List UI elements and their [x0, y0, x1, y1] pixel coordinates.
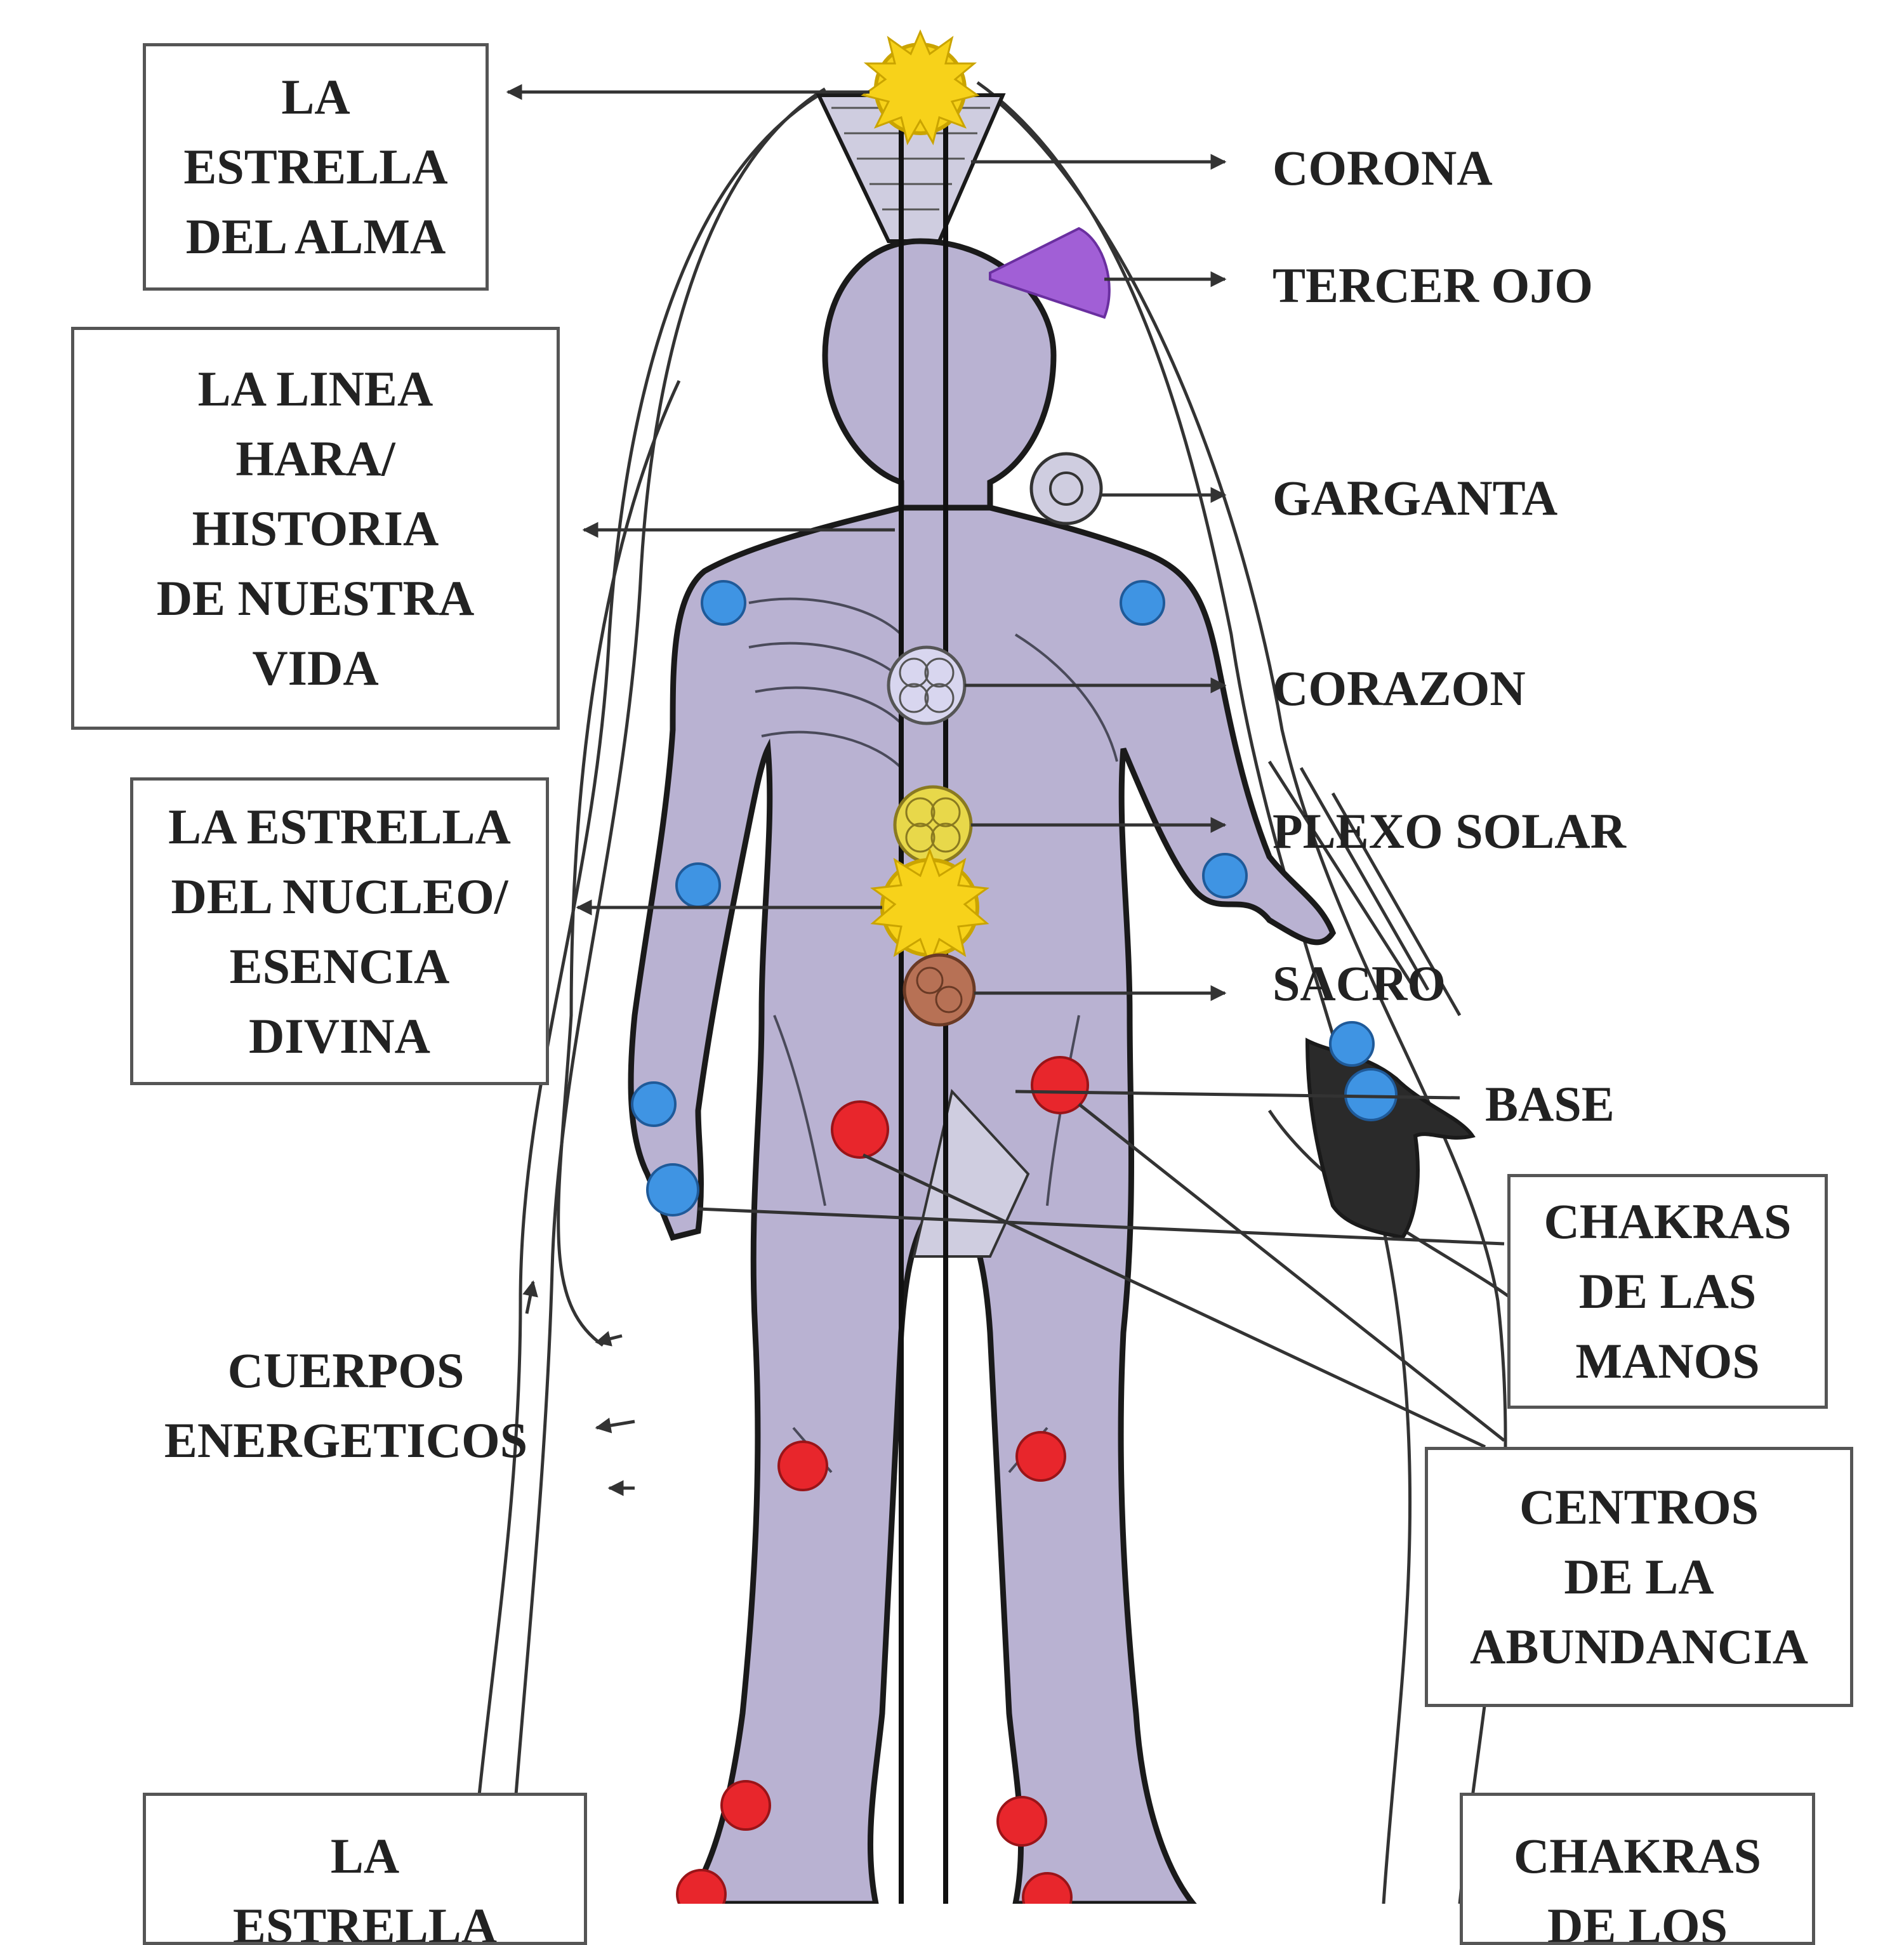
aura-outline-2 [506, 87, 826, 1904]
hand-chakra-dot [1329, 1021, 1375, 1067]
sacral-flower-of-life-icon [902, 953, 976, 1027]
label-solar-plexus: PLEXO SOLAR [1273, 803, 1626, 859]
label-throat: GARGANTA [1273, 470, 1558, 525]
label-energy-bodies: CUERPOS ENERGETICOS [164, 1343, 528, 1468]
core-star-sun-star-icon [869, 847, 990, 968]
hand-chakra-dot [1202, 853, 1248, 899]
label-earth-star: LA ESTRELLA [143, 1793, 587, 1945]
leader-lines [506, 84, 1505, 1496]
label-heart: CORAZON [1273, 661, 1526, 716]
label-feet-chakras: CHAKRAS DE LOS [1460, 1793, 1815, 1945]
hand-chakra-dot [675, 862, 721, 908]
hand-chakras [631, 580, 1398, 1216]
hand-chakra-dot [1120, 580, 1165, 626]
label-hand-chakras: CHAKRAS DE LAS MANOS [1507, 1174, 1828, 1409]
aura-outline-5 [557, 379, 681, 1347]
hand-chakra-dot [646, 1163, 699, 1216]
abundance-center-dot [996, 1796, 1047, 1847]
abundance-centers [676, 1056, 1089, 1904]
solar-plexus-flower-of-life-icon [893, 785, 973, 865]
abundance-center-dot [1022, 1872, 1073, 1904]
heart-flower-of-life-icon [887, 645, 967, 725]
abundance-center-dot [1031, 1056, 1089, 1114]
aura-outline-3 [976, 81, 1412, 1904]
label-hara-line: LA LINEA HARA/ HISTORIA DE NUESTRA VIDA [71, 327, 560, 730]
abundance-center-dot [676, 1869, 727, 1904]
label-core-star: LA ESTRELLA DEL NUCLEO/ ESENCIA DIVINA [130, 777, 549, 1085]
abundance-center-dot [831, 1100, 889, 1159]
right-hand [1305, 1038, 1476, 1240]
label-base: BASE [1485, 1076, 1615, 1131]
label-sacral: SACRO [1273, 956, 1446, 1011]
energy-body-diagram [468, 29, 1524, 1904]
label-soul-star: LA ESTRELLA DEL ALMA [143, 43, 489, 291]
label-abundance-centers: CENTROS DE LA ABUNDANCIA [1425, 1447, 1853, 1707]
label-third-eye: TERCER OJO [1273, 258, 1593, 313]
abundance-center-dot [777, 1441, 828, 1491]
abundance-center-dot [720, 1780, 771, 1831]
soul-star-icon [861, 29, 980, 145]
hand-chakra-dot [631, 1081, 677, 1127]
hand-chakra-dot [1344, 1068, 1398, 1121]
pelvis-net [912, 1088, 1030, 1258]
aura-outline-1 [468, 93, 820, 1904]
throat-flower-wheel-icon [1029, 452, 1103, 525]
label-crown: CORONA [1273, 140, 1493, 195]
hand-chakra-dot [701, 580, 746, 626]
abundance-center-dot [1015, 1431, 1066, 1482]
third-eye-cone-icon [989, 227, 1111, 319]
